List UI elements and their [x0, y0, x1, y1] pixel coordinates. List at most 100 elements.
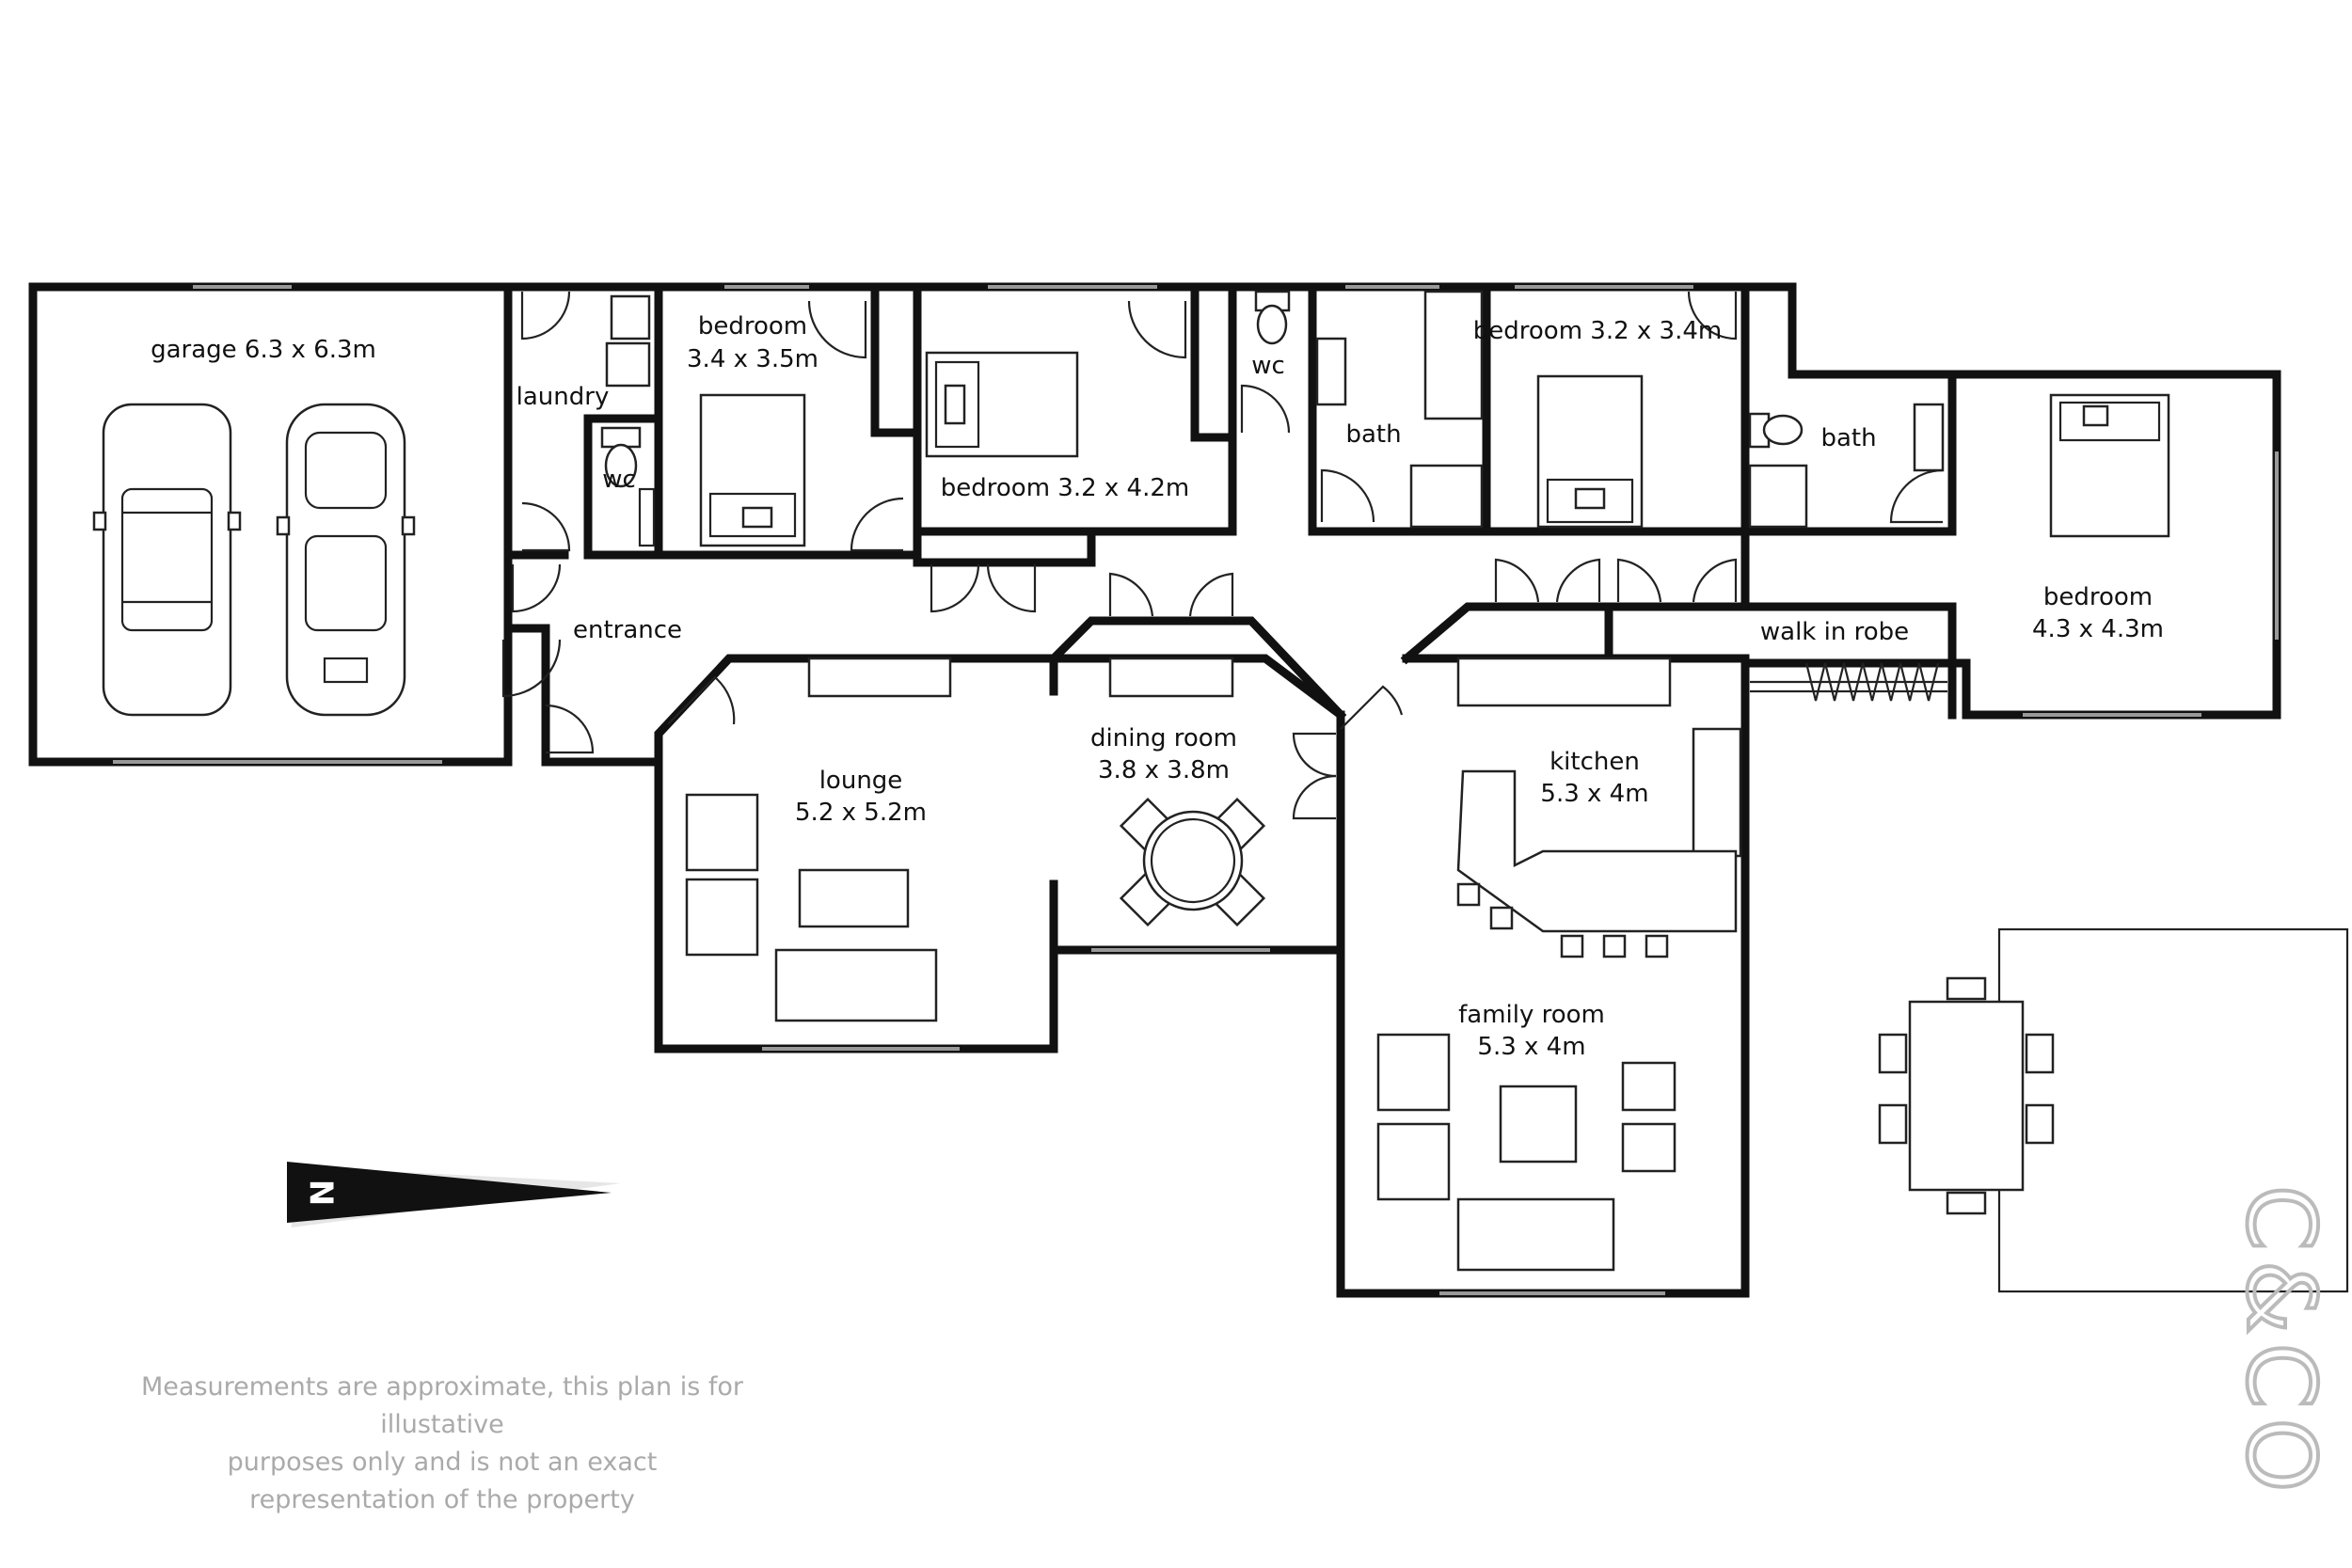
sofa-icon — [774, 948, 938, 1022]
bedroom3-label: bedroom 3.2 x 4.2m — [941, 474, 1189, 502]
washer-icon — [605, 341, 651, 388]
rug-icon — [798, 868, 910, 928]
door-swing — [1687, 291, 1738, 341]
kitchen-cabinets-icon — [1692, 727, 1742, 858]
armchair-icon — [1376, 1122, 1451, 1201]
entrance-west-wall — [503, 550, 550, 767]
dining-size-label: 3.8 x 3.8m — [1098, 756, 1230, 784]
ottoman-icon — [1621, 1122, 1677, 1173]
kitchen-north-wall — [1400, 602, 1750, 665]
door-swing — [1292, 732, 1337, 778]
entrance-label: entrance — [573, 616, 682, 644]
dining-name-label: dining room — [1090, 724, 1237, 752]
toilet-icon — [1748, 412, 1804, 449]
door-swing — [1320, 468, 1375, 523]
vanity-icon — [638, 487, 656, 547]
brand-logo: C&CO — [2226, 1185, 2336, 1501]
outdoor-table-icon — [1878, 976, 2055, 1215]
family-name-label: family room — [1458, 1001, 1605, 1029]
bed-icon — [925, 351, 1079, 458]
door-swing — [520, 291, 571, 341]
shower-icon — [1748, 464, 1808, 529]
furniture — [92, 290, 2349, 1293]
bath1-label: bath — [1345, 420, 1401, 449]
door-swing — [521, 501, 571, 552]
garage-label: garage 6.3 x 6.3m — [151, 336, 376, 364]
walk-in-robe-walls — [1740, 602, 1957, 720]
wc-label: wc — [1251, 352, 1285, 380]
door-swing — [1127, 300, 1187, 359]
door-swing — [1616, 558, 1662, 603]
stool-icon — [1645, 934, 1669, 958]
car-sedan-icon — [92, 403, 242, 717]
north-arrow-icon: N — [287, 1162, 621, 1227]
ottoman-icon — [1621, 1061, 1677, 1112]
lounge-size-label: 5.2 x 5.2m — [795, 799, 927, 827]
dining-north-wall — [1047, 616, 1347, 721]
bedroom3-walls — [913, 282, 1237, 536]
door-swing — [1292, 774, 1337, 820]
tv-unit-icon — [807, 657, 952, 698]
toilet-icon — [600, 426, 642, 488]
door-swing — [501, 639, 562, 698]
laundry-tub-icon — [610, 294, 651, 341]
bed-icon — [2049, 393, 2170, 538]
bath2-walls — [1740, 370, 1957, 536]
laundry-label: laundry — [516, 383, 610, 411]
bed-icon — [1536, 374, 1644, 529]
hangers-icon — [1750, 662, 1947, 702]
door-swing — [807, 300, 867, 359]
disclaimer-line2: purposes only and is not an exact repres… — [227, 1448, 658, 1514]
door-swing — [850, 497, 904, 552]
rug-icon — [1499, 1085, 1578, 1164]
kitchen-island-icon — [1456, 769, 1738, 933]
disclaimer-line1: Measurements are approximate, this plan … — [141, 1372, 743, 1439]
vanity-icon — [1315, 337, 1347, 406]
bedroom2-size-label: 3.4 x 3.5m — [687, 345, 818, 373]
bathtub-icon — [1423, 290, 1484, 420]
lounge-name-label: lounge — [819, 767, 903, 795]
master-size-label: 4.3 x 4.3m — [2032, 615, 2164, 643]
north-wing-walls — [503, 282, 2281, 720]
door-swing — [1240, 384, 1291, 434]
walk-in-robe-label: walk in robe — [1760, 618, 1909, 646]
wc-label: wc — [602, 466, 636, 494]
door-swing — [511, 563, 562, 613]
shower-icon — [1409, 464, 1484, 529]
door-swing — [930, 563, 980, 613]
stool-icon — [1560, 934, 1584, 958]
kitchen-cabinets-icon — [1456, 657, 1672, 707]
door-swing — [1108, 572, 1154, 617]
sofa-icon — [1456, 1197, 1615, 1272]
master-name-label: bedroom — [2043, 583, 2153, 611]
door-swing — [986, 563, 1037, 613]
door-swing — [1889, 468, 1944, 524]
bedroom4-label: bedroom 3.2 x 3.4m — [1473, 317, 1722, 345]
windows — [113, 285, 2279, 1295]
room-labels: garage 6.3 x 6.3m laundry wc bedroom 3.4… — [151, 312, 2164, 1061]
door-swing — [1340, 685, 1404, 730]
doors — [501, 291, 1944, 820]
north-label: N — [305, 1180, 342, 1206]
door-swing — [1555, 558, 1601, 603]
bedroom3-hall-walls — [913, 527, 1096, 567]
armchair-icon — [1376, 1033, 1451, 1112]
toilet-icon — [1254, 290, 1291, 345]
bed-icon — [699, 393, 806, 547]
disclaimer-note: Measurements are approximate, this plan … — [141, 1369, 743, 1519]
car-coupe-icon — [276, 403, 416, 717]
door-swing — [667, 675, 736, 725]
armchair-icon — [685, 878, 759, 957]
door-swing — [1188, 572, 1234, 617]
bedroom2-name-label: bedroom — [698, 312, 807, 341]
stool-icon — [1489, 906, 1514, 930]
sideboard-icon — [1108, 657, 1234, 698]
door-swing — [1494, 558, 1540, 603]
stool-icon — [1456, 882, 1481, 907]
family-size-label: 5.3 x 4m — [1477, 1033, 1585, 1061]
walls — [28, 282, 2281, 1298]
stool-icon — [1602, 934, 1627, 958]
armchair-icon — [685, 793, 759, 872]
dining-table-icon — [1119, 797, 1266, 927]
